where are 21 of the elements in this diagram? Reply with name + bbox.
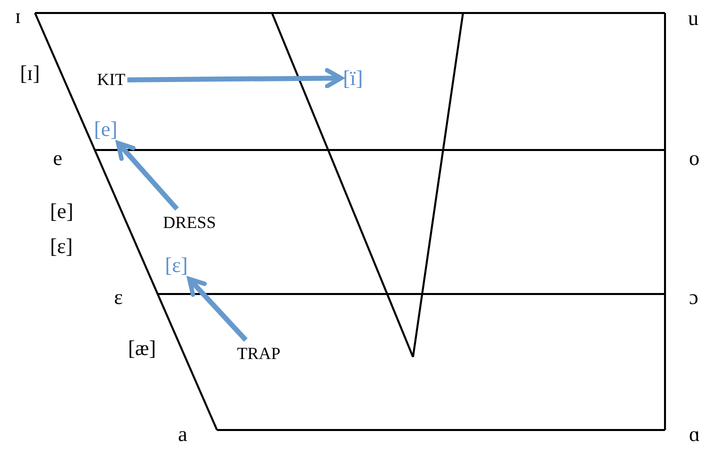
arrow (187, 276, 248, 342)
vowel-symbol: [e] (50, 199, 74, 223)
lexical-set-label: TRAP (237, 342, 280, 366)
vowel-symbol: [ï] (343, 66, 363, 90)
vowel-symbol: [ɛ] (50, 234, 73, 258)
lexical-set-label: KIT (97, 68, 126, 92)
vowel-symbol: ɛ (114, 285, 123, 309)
vowel-symbol: [æ] (128, 336, 156, 360)
vowel-symbol: ɑ (689, 422, 700, 446)
vowel-symbol: a (178, 422, 188, 446)
vowel-symbol: [e] (94, 117, 118, 141)
vowel-symbol: ɪ (15, 4, 21, 28)
arrow (127, 68, 344, 88)
vowel-symbol: [ɪ] (20, 61, 40, 85)
vowel-symbol: o (689, 146, 700, 170)
vowel-symbol: e (53, 146, 62, 170)
vowel-symbol: u (688, 6, 698, 30)
lexical-set-label: DRESS (163, 211, 216, 235)
vowel-symbol: ɔ (689, 285, 698, 309)
vowel-symbol: [ɛ] (165, 253, 188, 277)
arrow (116, 140, 179, 211)
